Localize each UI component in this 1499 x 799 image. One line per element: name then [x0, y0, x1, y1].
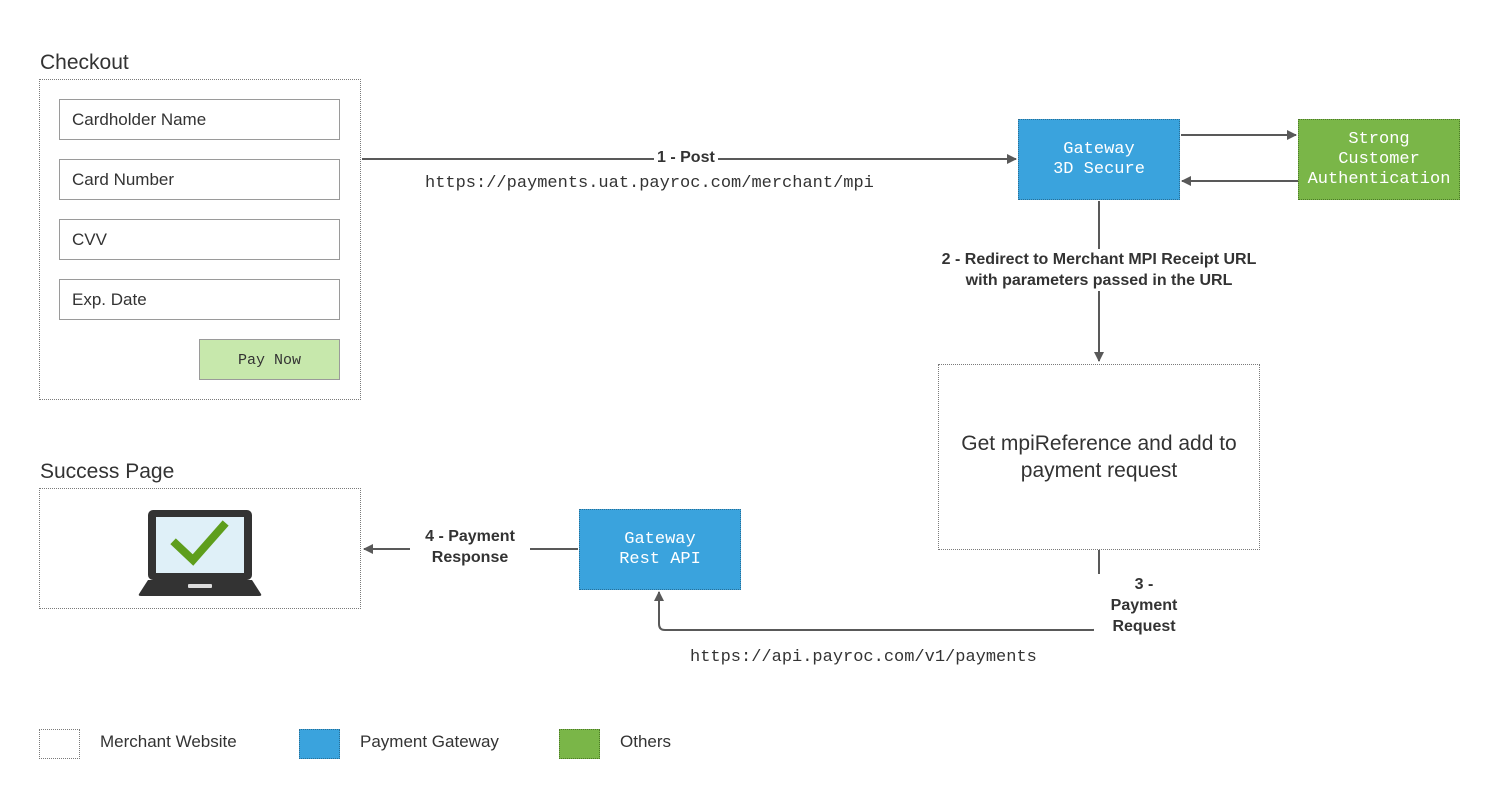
step3-line2: Payment — [1110, 597, 1178, 614]
gateway-3d-secure-node: Gateway 3D Secure — [1018, 119, 1180, 200]
legend-swatch-payment-gateway — [299, 729, 340, 759]
step4-line1: 4 - Payment — [425, 528, 515, 545]
gateway-3ds-line2: 3D Secure — [1053, 159, 1145, 179]
step2-label: 2 - Redirect to Merchant MPI Receipt URL… — [899, 249, 1299, 291]
legend-swatch-merchant-website — [39, 729, 80, 759]
step3-line3: Request — [1112, 618, 1176, 635]
step1-label: 1 - Post — [654, 147, 718, 168]
legend-swatch-others — [559, 729, 600, 759]
step1-url: https://payments.uat.payroc.com/merchant… — [425, 174, 874, 193]
cvv-field[interactable]: CVV — [59, 219, 340, 260]
sca-line1: Strong — [1348, 129, 1410, 149]
step2-line1: 2 - Redirect to Merchant MPI Receipt URL — [941, 251, 1257, 268]
exp-date-field[interactable]: Exp. Date — [59, 279, 340, 320]
success-page-title: Success Page — [40, 460, 175, 483]
step4-label: 4 - Payment Response — [410, 526, 530, 568]
legend-label-merchant-website: Merchant Website — [100, 732, 237, 751]
step3-label: 3 - Payment Request — [1094, 574, 1194, 637]
step2-line2: with parameters passed in the URL — [965, 272, 1233, 289]
card-number-field[interactable]: Card Number — [59, 159, 340, 200]
strong-customer-authentication-node: Strong Customer Authentication — [1298, 119, 1460, 200]
mpi-reference-step-text: Get mpiReference and add to payment requ… — [961, 432, 1237, 482]
gateway-3ds-line1: Gateway — [1063, 139, 1135, 159]
step3-url: https://api.payroc.com/v1/payments — [690, 648, 1037, 667]
legend-label-payment-gateway: Payment Gateway — [360, 732, 499, 751]
cardholder-name-field[interactable]: Cardholder Name — [59, 99, 340, 140]
gateway-rest-api-node: Gateway Rest API — [579, 509, 741, 590]
checkout-title: Checkout — [40, 51, 129, 74]
gateway-rest-line2: Rest API — [619, 549, 701, 569]
step3-line1: 3 - — [1134, 576, 1154, 593]
pay-now-button[interactable]: Pay Now — [199, 339, 340, 380]
step4-line2: Response — [431, 549, 509, 566]
gateway-rest-line1: Gateway — [624, 529, 696, 549]
mpi-reference-step-box: Get mpiReference and add to payment requ… — [938, 364, 1260, 550]
laptop-checkmark-icon — [138, 510, 262, 596]
legend-label-others: Others — [620, 732, 672, 751]
sca-line3: Authentication — [1307, 169, 1451, 189]
sca-line2: Customer — [1338, 149, 1420, 169]
